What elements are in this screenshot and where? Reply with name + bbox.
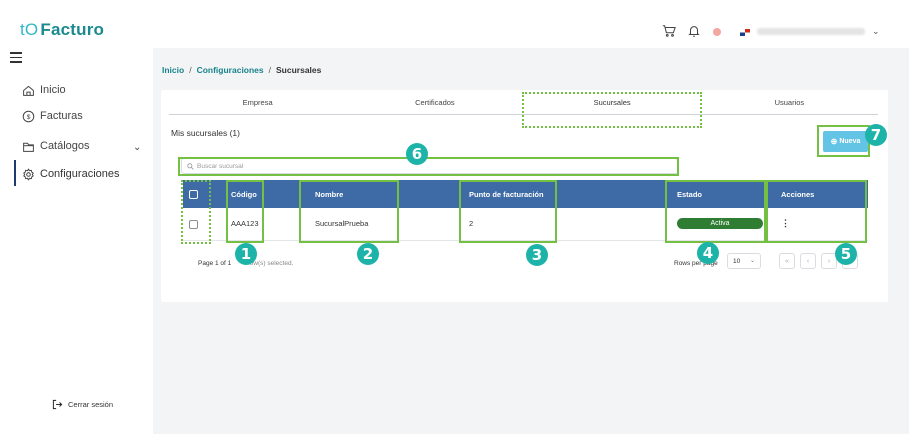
- cell-code: AAA123: [231, 219, 259, 229]
- annotation-marker-6: 6: [406, 143, 428, 165]
- dollar-circle-icon: $: [22, 110, 35, 122]
- breadcrumb-separator: /: [189, 65, 192, 75]
- rows-per-page-label: Rows per page: [674, 260, 718, 267]
- row-checkbox[interactable]: [189, 219, 198, 229]
- sidebar-item-label: Inicio: [40, 84, 66, 96]
- active-indicator: [14, 160, 16, 186]
- chevron-left-icon: ‹: [806, 257, 810, 265]
- flag-icon[interactable]: [740, 29, 750, 36]
- tab-bar: Empresa Certificados Sucursales Usuarios: [169, 90, 878, 115]
- prev-page-button[interactable]: ‹: [800, 253, 816, 269]
- branches-title: Mis sucursales (1): [171, 128, 240, 138]
- logo-name: Facturo: [40, 20, 105, 39]
- sidebar-item-label: Catálogos: [40, 140, 90, 152]
- new-branch-button[interactable]: ⊕ Nueva: [823, 131, 868, 152]
- chevron-down-icon[interactable]: ⌄: [872, 26, 880, 36]
- selected-count-text: row(s) selected.: [247, 260, 294, 267]
- column-header-punto[interactable]: Punto de facturación: [469, 189, 544, 199]
- column-header-estado[interactable]: Estado: [677, 189, 703, 199]
- breadcrumb-separator: /: [268, 65, 272, 75]
- select-all-cell: [183, 180, 225, 208]
- row-select-cell: [183, 208, 225, 240]
- chevron-down-icon: ⌄: [749, 258, 755, 264]
- cell-actions: ⋮: [775, 208, 868, 240]
- cart-icon[interactable]: [662, 24, 676, 38]
- column-header-codigo[interactable]: Código: [231, 189, 257, 199]
- breadcrumb-inicio[interactable]: Inicio: [162, 65, 185, 75]
- cell-status: Activa: [671, 208, 775, 240]
- chevron-right-icon: ›: [827, 257, 831, 265]
- branches-card: Empresa Certificados Sucursales Usuarios…: [161, 90, 888, 302]
- column-header-nombre[interactable]: Nombre: [315, 189, 344, 199]
- table-row: AAA123 SucursalPrueba 2 Activa ⋮: [183, 208, 868, 240]
- search-input[interactable]: Buscar sucursal: [181, 158, 678, 174]
- new-button-label: Nueva: [839, 138, 861, 145]
- folder-icon: [23, 142, 34, 152]
- next-page-button[interactable]: ›: [821, 253, 837, 269]
- sidebar-item-facturas[interactable]: $ Facturas: [22, 107, 83, 125]
- gear-icon: [23, 167, 34, 181]
- sidebar: Inicio $ Facturas Catálogos ⌄ Configurac…: [0, 48, 153, 434]
- home-icon: [23, 85, 34, 96]
- first-page-button[interactable]: «: [779, 253, 795, 269]
- annotation-marker-4: 4: [697, 242, 719, 264]
- more-actions-icon[interactable]: ⋮: [781, 218, 790, 229]
- breadcrumb: Inicio / Configuraciones / Sucursales: [162, 65, 321, 75]
- status-badge: Activa: [677, 218, 763, 230]
- annotation-marker-7: 7: [865, 124, 887, 146]
- chevron-down-icon[interactable]: ⌄: [133, 142, 142, 153]
- user-menu[interactable]: [757, 28, 865, 35]
- svg-text:$: $: [27, 113, 31, 120]
- hamburger-menu-icon[interactable]: [10, 52, 22, 63]
- search-icon: [187, 162, 194, 170]
- double-chevron-left-icon: «: [785, 257, 789, 265]
- logout-button[interactable]: Cerrar sesión: [52, 399, 113, 410]
- sidebar-item-label: Facturas: [40, 110, 83, 122]
- tab-empresa[interactable]: Empresa: [242, 98, 273, 107]
- page-text: Page 1 of 1: [198, 260, 232, 267]
- main-content: Inicio / Configuraciones / Sucursales Empres…: [153, 48, 909, 434]
- table-header-row: Código Nombre Punto de facturación Estad…: [183, 180, 868, 208]
- sidebar-item-label: Configuraciones: [40, 168, 120, 180]
- annotation-marker-5: 5: [835, 243, 857, 265]
- annotation-marker-1: 1: [235, 243, 257, 265]
- avatar-icon[interactable]: [713, 28, 721, 36]
- tab-usuarios[interactable]: Usuarios: [774, 98, 805, 107]
- rows-per-page-value: 10: [733, 257, 741, 265]
- breadcrumb-configuraciones[interactable]: Configuraciones: [196, 65, 264, 75]
- annotation-marker-2: 2: [357, 243, 379, 265]
- annotation-marker-3: 3: [526, 244, 548, 266]
- logout-icon: [52, 399, 63, 410]
- tab-sucursales[interactable]: Sucursales: [593, 98, 631, 107]
- branches-table: Código Nombre Punto de facturación Estad…: [183, 180, 868, 241]
- breadcrumb-current: Sucursales: [276, 65, 322, 75]
- search-placeholder: Buscar sucursal: [197, 162, 244, 170]
- rows-per-page-select[interactable]: 10 ⌄: [727, 253, 761, 269]
- sidebar-item-inicio[interactable]: Inicio: [22, 81, 66, 99]
- tab-certificados[interactable]: Certificados: [415, 98, 455, 107]
- plus-circle-icon: ⊕: [830, 137, 838, 146]
- sidebar-item-configuraciones[interactable]: Configuraciones: [22, 165, 120, 183]
- pagination-info: Page 1 of 1 row(s) selected.: [198, 260, 293, 267]
- sidebar-item-catalogos[interactable]: Catálogos: [22, 137, 90, 155]
- select-all-checkbox[interactable]: [189, 189, 198, 199]
- cell-name: SucursalPrueba: [315, 219, 369, 229]
- column-header-acciones: Acciones: [781, 189, 815, 199]
- logo-mark: tO: [20, 20, 39, 39]
- bell-icon[interactable]: [687, 24, 701, 38]
- cell-billing-point: 2: [469, 219, 474, 229]
- logout-label: Cerrar sesión: [68, 400, 114, 409]
